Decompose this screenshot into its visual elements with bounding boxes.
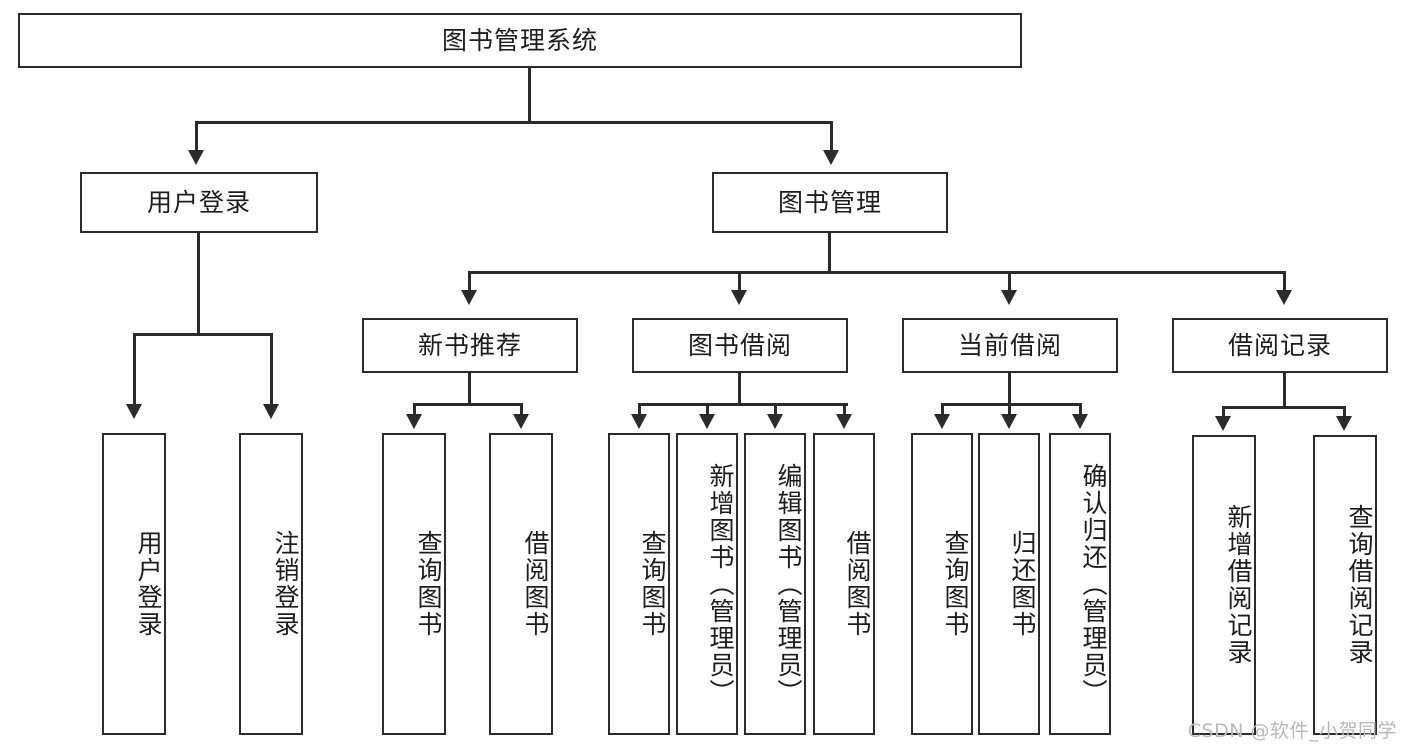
edge-bm-child-2 bbox=[1008, 271, 1011, 293]
leaf-records-query-record[interactable]: 查询借阅记录 bbox=[1313, 435, 1377, 735]
node-label: 新增图书（管理员） bbox=[706, 462, 735, 706]
edge-root-branch-bar bbox=[195, 121, 833, 124]
node-label: 用户登录 bbox=[146, 187, 251, 217]
edge-current-stem bbox=[1008, 373, 1011, 405]
edge-records-stem bbox=[1283, 373, 1286, 408]
node-label: 查询图书 bbox=[941, 530, 970, 638]
node-label: 借阅记录 bbox=[1227, 330, 1332, 360]
edge-newbook-branch-bar bbox=[413, 403, 523, 406]
edge-newbook-stem bbox=[468, 373, 471, 405]
node-label: 查询借阅记录 bbox=[1345, 504, 1374, 666]
node-label: 注销登录 bbox=[271, 530, 300, 638]
arrowhead-current-child-0 bbox=[934, 414, 950, 429]
edge-newbook-child-0 bbox=[413, 403, 416, 417]
edge-bm-child-3 bbox=[1283, 271, 1286, 293]
edge-user-login-child-0 bbox=[133, 333, 136, 408]
edge-bm-child-1 bbox=[738, 271, 741, 293]
leaf-current-confirm-return-admin[interactable]: 确认归还（管理员） bbox=[1049, 433, 1111, 735]
leaf-borrow-borrow-book[interactable]: 借阅图书 bbox=[813, 433, 875, 735]
edge-borrow-stem bbox=[738, 373, 741, 405]
edge-borrow-child-2 bbox=[774, 403, 777, 417]
arrowhead-bm-child-3 bbox=[1276, 290, 1292, 305]
node-user-login[interactable]: 用户登录 bbox=[80, 172, 318, 233]
edge-current-child-1 bbox=[1008, 403, 1011, 417]
node-label: 确认归还（管理员） bbox=[1079, 462, 1108, 706]
arrowhead-borrow-child-2 bbox=[767, 414, 783, 429]
node-label: 编辑图书（管理员） bbox=[774, 462, 803, 706]
arrowhead-records-child-1 bbox=[1336, 416, 1352, 431]
edge-borrow-child-3 bbox=[843, 403, 846, 417]
arrowhead-borrow-child-3 bbox=[836, 414, 852, 429]
node-label: 图书管理系统 bbox=[441, 25, 598, 55]
edge-user-login-child-1 bbox=[270, 333, 273, 408]
leaf-newbook-query-book[interactable]: 查询图书 bbox=[382, 433, 446, 735]
arrowhead-bm-child-1 bbox=[731, 290, 747, 305]
edge-to-book-management bbox=[830, 121, 833, 154]
edge-borrow-child-1 bbox=[706, 403, 709, 417]
node-label: 新增借阅记录 bbox=[1224, 504, 1253, 666]
leaf-current-query-book[interactable]: 查询图书 bbox=[911, 433, 973, 735]
node-label: 借阅图书 bbox=[521, 530, 550, 638]
arrowhead-borrow-child-1 bbox=[699, 414, 715, 429]
edge-borrow-child-0 bbox=[638, 403, 641, 417]
node-label: 当前借阅 bbox=[957, 330, 1062, 360]
edge-bm-child-0 bbox=[468, 271, 471, 293]
arrowhead-records-child-0 bbox=[1215, 416, 1231, 431]
arrowhead-current-child-2 bbox=[1072, 414, 1088, 429]
arrowhead-newbook-child-0 bbox=[406, 414, 422, 429]
edge-records-child-1 bbox=[1343, 406, 1346, 418]
node-label: 查询图书 bbox=[414, 530, 443, 638]
edge-user-login-branch-bar bbox=[133, 333, 273, 336]
node-book-borrowing[interactable]: 图书借阅 bbox=[632, 318, 848, 373]
edge-user-login-stem bbox=[197, 233, 200, 335]
arrowhead-bm-child-2 bbox=[1001, 290, 1017, 305]
node-label: 用户登录 bbox=[134, 530, 163, 638]
arrowhead-borrow-child-0 bbox=[631, 414, 647, 429]
leaf-records-add-record[interactable]: 新增借阅记录 bbox=[1192, 435, 1256, 735]
edge-borrow-branch-bar bbox=[638, 403, 848, 406]
leaf-newbook-borrow-book[interactable]: 借阅图书 bbox=[489, 433, 553, 735]
arrowhead-user-login-child-1 bbox=[263, 404, 279, 419]
node-label: 图书管理 bbox=[777, 187, 882, 217]
edge-records-child-0 bbox=[1222, 406, 1225, 418]
node-label: 图书借阅 bbox=[687, 330, 792, 360]
leaf-current-return-book[interactable]: 归还图书 bbox=[978, 433, 1040, 735]
node-label: 新书推荐 bbox=[417, 330, 522, 360]
node-borrow-records[interactable]: 借阅记录 bbox=[1172, 318, 1388, 373]
arrowhead-book-management bbox=[823, 150, 839, 165]
leaf-borrow-query-book[interactable]: 查询图书 bbox=[608, 433, 670, 735]
node-label: 归还图书 bbox=[1008, 530, 1037, 638]
edge-newbook-child-1 bbox=[520, 403, 523, 417]
leaf-borrow-edit-book-admin[interactable]: 编辑图书（管理员） bbox=[744, 433, 806, 735]
arrowhead-user-login-child-0 bbox=[126, 404, 142, 419]
csdn-watermark: CSDN @软件_小贺同学 bbox=[1187, 720, 1397, 742]
edge-to-user-login bbox=[195, 121, 198, 154]
edge-records-branch-bar bbox=[1222, 406, 1346, 409]
node-current-borrowing[interactable]: 当前借阅 bbox=[902, 318, 1118, 373]
node-book-management[interactable]: 图书管理 bbox=[712, 172, 948, 233]
edge-root-stem bbox=[528, 68, 531, 123]
node-new-book-recommendation[interactable]: 新书推荐 bbox=[362, 318, 578, 373]
edge-current-child-2 bbox=[1079, 403, 1082, 417]
node-label: 查询图书 bbox=[638, 530, 667, 638]
arrowhead-user-login bbox=[188, 150, 204, 165]
edge-current-child-0 bbox=[941, 403, 944, 417]
node-label: 借阅图书 bbox=[843, 530, 872, 638]
leaf-user-login-logout[interactable]: 注销登录 bbox=[239, 433, 303, 735]
leaf-borrow-add-book-admin[interactable]: 新增图书（管理员） bbox=[676, 433, 738, 735]
node-root-book-management-system[interactable]: 图书管理系统 bbox=[18, 13, 1022, 68]
leaf-user-login-login[interactable]: 用户登录 bbox=[102, 433, 166, 735]
edge-current-branch-bar bbox=[941, 403, 1082, 406]
arrowhead-current-child-1 bbox=[1001, 414, 1017, 429]
arrowhead-newbook-child-1 bbox=[513, 414, 529, 429]
edge-book-management-stem bbox=[828, 233, 831, 273]
edge-book-management-branch-bar bbox=[468, 271, 1286, 274]
arrowhead-bm-child-0 bbox=[461, 290, 477, 305]
